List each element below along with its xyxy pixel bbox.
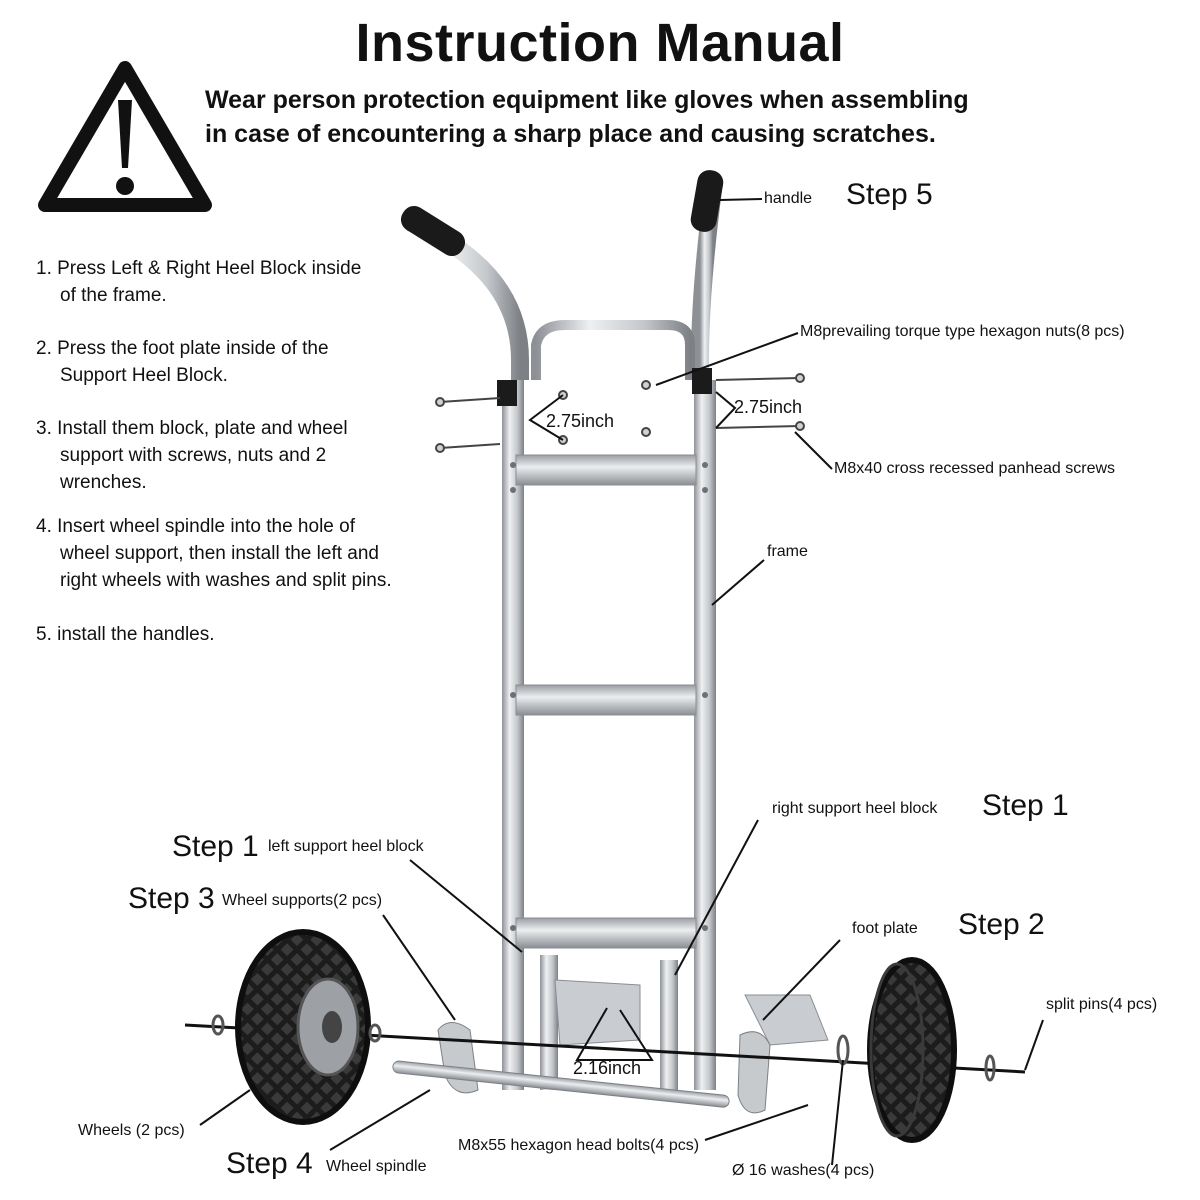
instruction-1-line-2: of the frame. [60, 285, 167, 306]
warning-triangle-icon [38, 61, 212, 212]
label-split-pins: split pins(4 pcs) [1046, 996, 1158, 1013]
warning-line-2: in case of encountering a sharp place an… [205, 120, 936, 148]
label-left-heel-block: left support heel block [268, 838, 424, 855]
instruction-2-line-2: Support Heel Block. [60, 365, 228, 386]
label-screws: M8x40 cross recessed panhead screws [834, 460, 1116, 477]
instruction-4-line-1: 4. Insert wheel spindle into the hole of [36, 516, 355, 537]
label-wheel-supports: Wheel supports(2 pcs) [222, 892, 383, 909]
handle-grips [400, 170, 724, 257]
label-washes: Ø 16 washes(4 pcs) [732, 1162, 875, 1179]
instruction-4-line-2: wheel support, then install the left and [60, 543, 379, 564]
dimension-right-spacing: 2.75inch [734, 397, 803, 417]
label-handle: handle [764, 190, 813, 207]
label-bolts: M8x55 hexagon head bolts(4 pcs) [458, 1137, 700, 1154]
step-label-left-heel-block: Step 1 [172, 830, 259, 863]
right-wheel-drawing [867, 957, 957, 1143]
instruction-3-line-2: support with screws, nuts and 2 [60, 445, 327, 466]
instruction-1-line-1: 1. Press Left & Right Heel Block inside [36, 258, 362, 279]
warning-line-1: Wear person protection equipment like gl… [205, 86, 969, 114]
instruction-2-line-1: 2. Press the foot plate inside of the [36, 338, 329, 359]
instruction-5-line-1: 5. install the handles. [36, 624, 215, 645]
step-label-foot-plate: Step 2 [958, 908, 1045, 941]
label-frame: frame [767, 543, 808, 560]
step-label-handles: Step 5 [846, 178, 933, 211]
step-label-spindle: Step 4 [226, 1147, 313, 1180]
label-foot-plate: foot plate [852, 920, 918, 937]
label-spindle: Wheel spindle [326, 1158, 427, 1175]
left-wheel-drawing [235, 929, 371, 1125]
step-label-wheel-supports: Step 3 [128, 882, 215, 915]
instruction-3-line-1: 3. Install them block, plate and wheel [36, 418, 348, 439]
step-label-right-heel-block: Step 1 [982, 789, 1069, 822]
dimension-left-spacing: 2.75inch [546, 411, 615, 431]
dimension-support-spacing: 2.16inch [573, 1058, 642, 1078]
label-wheels: Wheels (2 pcs) [78, 1122, 185, 1139]
frame-drawing [406, 188, 722, 1090]
instruction-4-line-3: right wheels with washes and split pins. [60, 570, 392, 591]
page-title: Instruction Manual [355, 13, 845, 73]
label-nuts: M8prevailing torque type hexagon nuts(8 … [800, 323, 1125, 340]
label-right-heel-block: right support heel block [772, 800, 938, 817]
base-parts [184, 955, 1026, 1114]
leader-lines [199, 198, 1044, 1166]
instruction-3-line-3: wrenches. [60, 472, 147, 493]
